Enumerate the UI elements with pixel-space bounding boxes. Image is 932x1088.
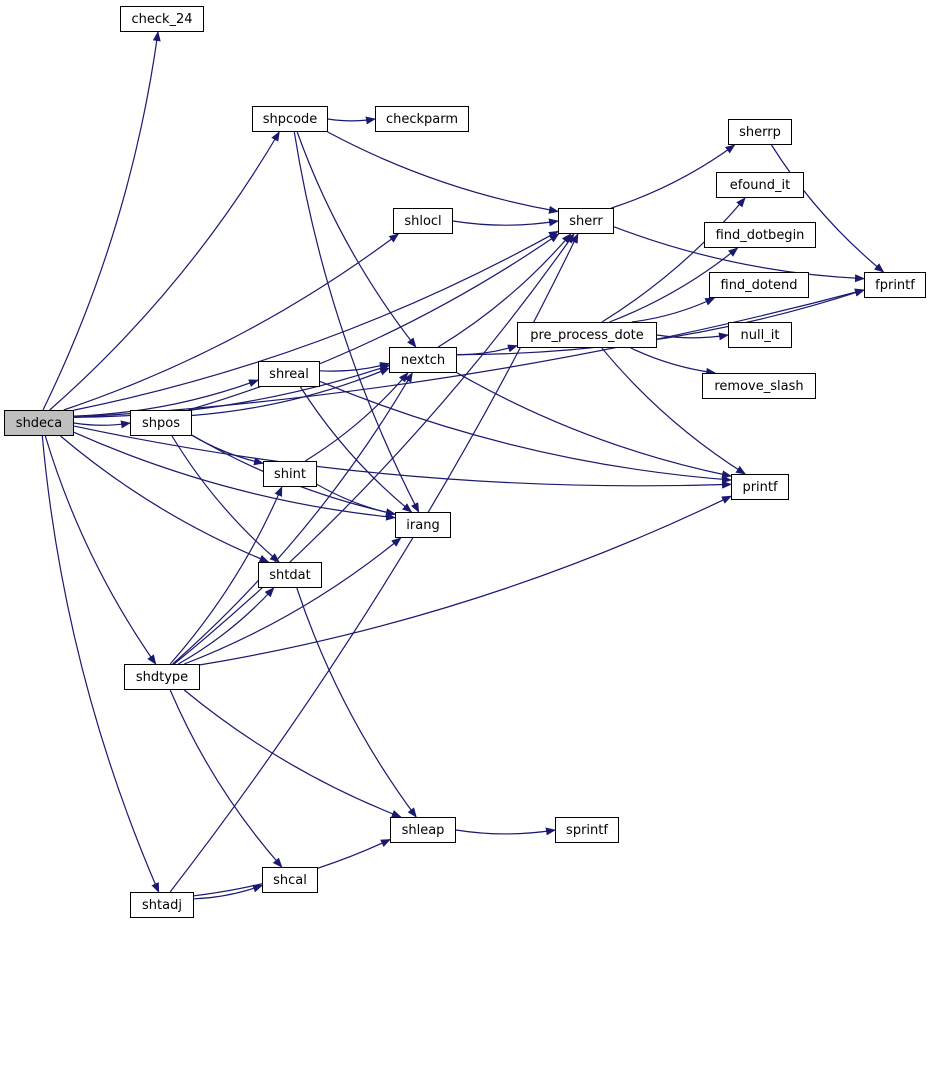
edge-shreal-to-nextch bbox=[319, 362, 390, 372]
edge-nextch-to-fprintf bbox=[456, 288, 865, 356]
edge-shdeca-to-shdtype bbox=[44, 435, 157, 665]
edge-shpos-to-sherr bbox=[188, 233, 560, 411]
node-pre-process-dote[interactable]: pre_process_dote bbox=[517, 322, 657, 348]
node-find-dotbegin[interactable]: find_dotbegin bbox=[704, 222, 816, 248]
edge-sherr-to-fprintf bbox=[613, 226, 865, 283]
edge-nextch-to-printf bbox=[456, 372, 732, 479]
edge-nextch-to-sherr bbox=[437, 233, 572, 348]
edge-shreal-to-printf bbox=[319, 380, 732, 484]
edge-shdeca-to-check-24 bbox=[42, 31, 161, 411]
edge-shtdat-to-shleap bbox=[296, 587, 417, 818]
node-shlocl[interactable]: shlocl bbox=[393, 208, 453, 234]
edge-shdeca-to-irang bbox=[73, 431, 396, 521]
node-shtadj[interactable]: shtadj bbox=[130, 892, 194, 918]
edge-shint-to-irang bbox=[316, 483, 396, 517]
node-shcal[interactable]: shcal bbox=[262, 867, 318, 893]
edge-shpos-to-nextch bbox=[191, 367, 390, 417]
node-irang[interactable]: irang bbox=[395, 512, 451, 538]
edge-pre-process-dote-to-remove-slash bbox=[630, 347, 717, 376]
node-sherrp[interactable]: sherrp bbox=[728, 119, 792, 145]
edge-shpcode-to-nextch bbox=[296, 131, 417, 348]
node-shreal[interactable]: shreal bbox=[258, 361, 320, 387]
node-shdtype[interactable]: shdtype bbox=[124, 664, 200, 690]
node-null-it[interactable]: null_it bbox=[728, 322, 792, 348]
node-remove-slash[interactable]: remove_slash bbox=[702, 373, 816, 399]
edge-shdtype-to-shint bbox=[169, 486, 283, 665]
edge-shdeca-to-shreal bbox=[73, 379, 259, 417]
node-shpos[interactable]: shpos bbox=[130, 410, 192, 436]
edge-shdtype-to-shleap bbox=[183, 689, 402, 818]
edge-shint-to-nextch bbox=[304, 372, 409, 462]
node-shint[interactable]: shint bbox=[263, 461, 317, 487]
node-shdeca[interactable]: shdeca bbox=[4, 410, 74, 436]
edge-shdeca-to-sherr bbox=[73, 230, 559, 411]
node-shleap[interactable]: shleap bbox=[390, 817, 456, 843]
edge-shleap-to-sprintf bbox=[455, 827, 556, 836]
edge-shdtype-to-shtdat bbox=[178, 587, 275, 665]
edge-pre-process-dote-to-printf bbox=[601, 347, 747, 475]
edge-shlocl-to-sherr bbox=[452, 218, 559, 227]
edge-sherr-to-sherrp bbox=[611, 144, 736, 209]
node-printf[interactable]: printf bbox=[731, 474, 789, 500]
edge-shdtype-to-irang bbox=[184, 537, 402, 665]
edge-shdtype-to-shcal bbox=[169, 689, 283, 868]
node-sprintf[interactable]: sprintf bbox=[555, 817, 619, 843]
edge-shdtype-to-sherr bbox=[173, 233, 575, 665]
node-check-24[interactable]: check_24 bbox=[120, 6, 204, 32]
edge-pre-process-dote-to-efound-it bbox=[601, 197, 746, 323]
edge-shtadj-to-shcal bbox=[193, 884, 263, 900]
edge-shpcode-to-irang bbox=[293, 131, 420, 513]
edge-shdeca-to-shtadj bbox=[41, 435, 160, 893]
node-find-dotend[interactable]: find_dotend bbox=[709, 272, 809, 298]
node-nextch[interactable]: nextch bbox=[389, 347, 457, 373]
edge-shdtype-to-nextch bbox=[172, 372, 413, 665]
node-shtdat[interactable]: shtdat bbox=[258, 562, 322, 588]
edge-shpos-to-shtdat bbox=[171, 435, 280, 563]
edge-pre-process-dote-to-null-it bbox=[656, 332, 729, 341]
edge-shdeca-to-shtdat bbox=[60, 435, 270, 563]
node-sherr[interactable]: sherr bbox=[558, 208, 614, 234]
edge-shdeca-to-shpcode bbox=[49, 131, 280, 411]
edge-pre-process-dote-to-find-dotbegin bbox=[609, 247, 739, 323]
edge-sherrp-to-fprintf bbox=[770, 144, 885, 273]
edge-shpcode-to-sherr bbox=[327, 131, 559, 214]
edge-shdtype-to-printf bbox=[199, 495, 732, 666]
edge-shdeca-to-shlocl bbox=[63, 233, 400, 411]
edge-shdeca-to-shpos bbox=[73, 420, 131, 429]
node-fprintf[interactable]: fprintf bbox=[864, 272, 926, 298]
node-shpcode[interactable]: shpcode bbox=[252, 106, 328, 132]
edge-shpcode-to-checkparm bbox=[327, 116, 376, 125]
edge-shdeca-to-fprintf bbox=[73, 288, 865, 418]
node-efound-it[interactable]: efound_it bbox=[716, 172, 804, 198]
edge-shreal-to-irang bbox=[299, 386, 413, 513]
edge-pre-process-dote-to-find-dotend bbox=[631, 297, 716, 323]
node-checkparm[interactable]: checkparm bbox=[375, 106, 469, 132]
